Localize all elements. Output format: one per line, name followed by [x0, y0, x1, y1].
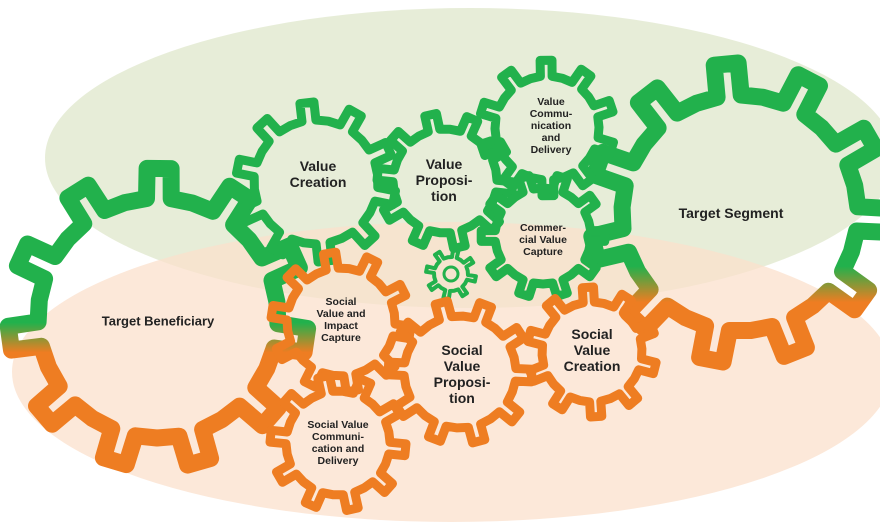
gear-small-center: [424, 247, 478, 301]
gear-target-segment: [583, 54, 880, 371]
label-value-creation: Value Creation: [289, 157, 347, 190]
gear-value-communication: [476, 55, 618, 201]
label-commercial-value-capture: Commer- cial Value Capture: [519, 221, 567, 259]
gear-social-value-communication: [265, 371, 411, 515]
gear-social-value-creation: [523, 282, 661, 422]
label-social-value-proposition: Social Value Proposi- tion: [433, 341, 491, 407]
label-social-value-communication: Social Value Communi- cation and Deliver…: [307, 418, 369, 468]
gear-social-value-impact-capture: [266, 247, 416, 397]
label-value-communication: Value Commu- nication and Delivery: [529, 95, 573, 157]
gear-target-beneficiary: [0, 159, 317, 474]
gear-social-value-proposition: [383, 296, 537, 448]
gear-value-creation: [232, 97, 400, 267]
label-target-segment: Target Segment: [678, 204, 784, 221]
label-target-beneficiary: Target Beneficiary: [101, 313, 215, 329]
gear-commercial-value-capture: [476, 171, 610, 301]
gear-small-center-hub: [442, 265, 460, 283]
bottom-ellipse: [12, 222, 880, 522]
label-value-proposition: Value Proposi- tion: [415, 155, 473, 205]
label-social-value-creation: Social Value Creation: [563, 325, 621, 375]
label-social-value-impact-capture: Social Value and Impact Capture: [316, 295, 366, 345]
